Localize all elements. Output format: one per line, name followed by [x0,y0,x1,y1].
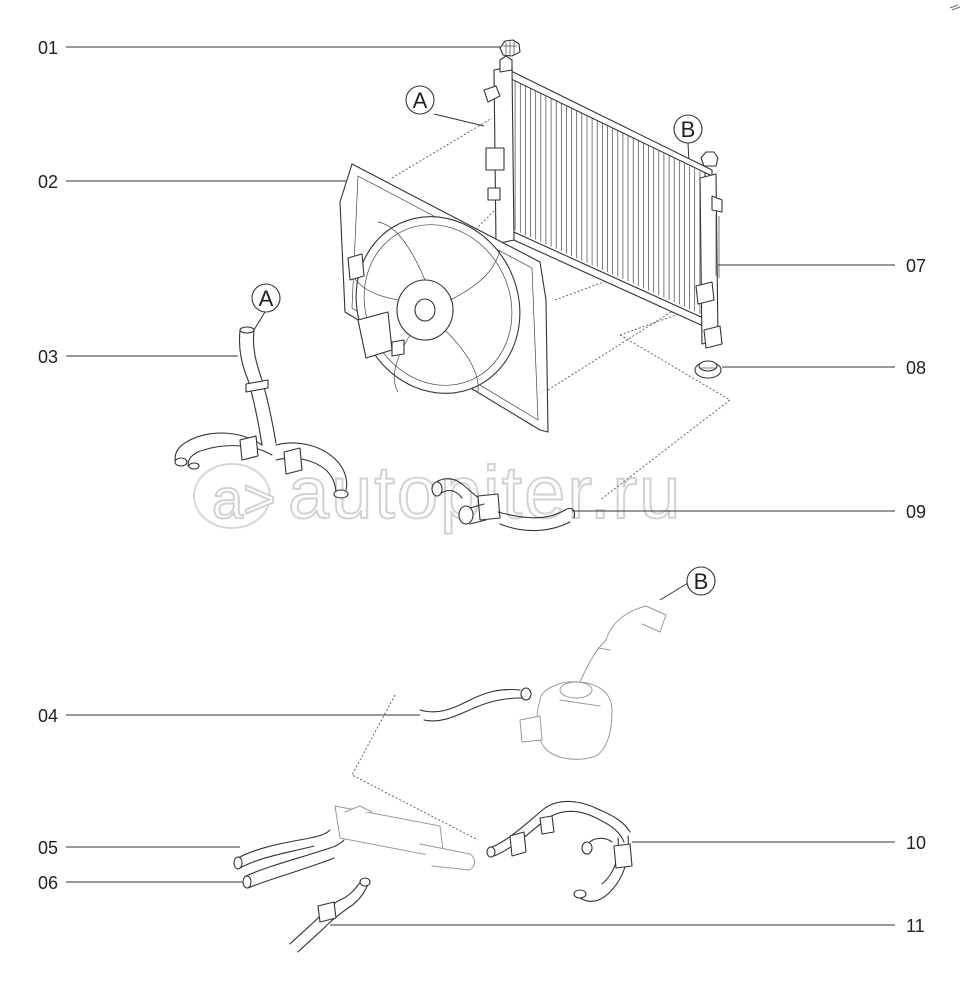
part-number-05: 05 [38,838,58,858]
corner-mark [949,4,961,11]
part-11-bypass-hose [289,877,371,953]
watermark-logo-mark: a> [212,467,276,530]
part-number-07: 07 [906,256,926,276]
part-09-lower-hose [431,478,576,532]
svg-text:B: B [694,569,709,594]
callout-b-reservoir: B [686,566,716,596]
part-number-06: 06 [38,873,58,893]
callout-a-hose: A [251,283,281,313]
part-08-drain-plug [694,360,722,379]
svg-text:A: A [259,286,274,311]
svg-text:A: A [413,88,428,113]
part-number-04: 04 [38,706,58,726]
part-number-02: 02 [38,172,58,192]
part-07-radiator [483,55,723,349]
part-number-labels: 01 02 03 04 05 06 07 08 09 10 11 [38,38,926,936]
part-01-radiator-cap [499,39,521,57]
expansion-tank-ghost [519,605,667,760]
part-03-upper-hose [174,326,349,499]
part-number-10: 10 [906,833,926,853]
part-number-03: 03 [38,347,58,367]
leader-lines [66,46,895,926]
watermark-logo-circle [193,463,271,529]
watermark: a> autopiter.ru [193,450,682,535]
callout-a-top: A [405,85,435,115]
part-number-09: 09 [906,502,926,522]
radiator-fins [514,78,701,314]
part-06-heater-hose [242,839,345,889]
watermark-text: autopiter.ru [288,451,682,534]
part-10-coolant-pipe [486,800,633,902]
heater-core-ghost [334,805,475,871]
part-number-08: 08 [906,358,926,378]
part-number-11: 11 [906,916,925,936]
callouts: A A B B [251,85,716,596]
part-02-fan-shroud [339,163,549,433]
part-number-01: 01 [38,38,58,58]
part-05-heater-hose [233,829,331,870]
callout-b-radiator: B [673,114,703,144]
part-04-overflow-hose [419,687,532,722]
svg-text:B: B [681,117,696,142]
